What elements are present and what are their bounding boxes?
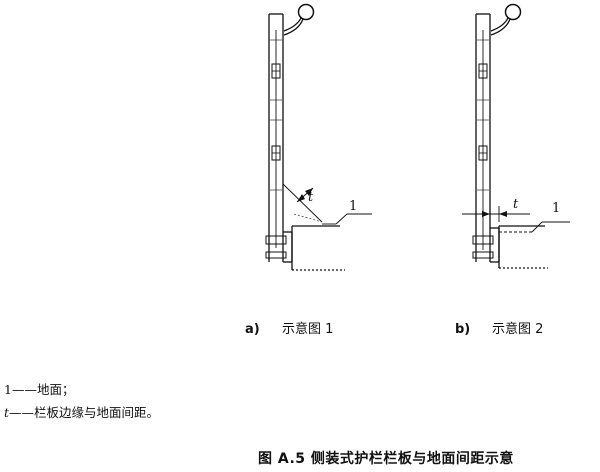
figure-title: 图 A.5 侧装式护栏栏板与地面间距示意 bbox=[258, 451, 514, 467]
subfigure-tag-b: b) bbox=[455, 322, 470, 337]
legend-text: 栏板边缘与地面间距。 bbox=[34, 405, 160, 420]
subfigure-caption-b: 示意图 2 bbox=[492, 321, 543, 337]
railing-knob-a bbox=[283, 3, 315, 36]
legend-item-gap: t——栏板边缘与地面间距。 bbox=[4, 402, 159, 421]
subfigure-b bbox=[462, 3, 570, 269]
subfigure-caption-a: 示意图 1 bbox=[282, 321, 333, 337]
legend-symbol: t bbox=[4, 405, 10, 420]
floor-slab-b bbox=[498, 225, 548, 269]
dimension-label-t-a: t bbox=[308, 190, 314, 205]
subfigure-tag-a: a) bbox=[245, 322, 260, 337]
callout-leader-b bbox=[499, 221, 570, 233]
railing-post-a bbox=[265, 13, 293, 263]
floor-slab-a bbox=[291, 225, 345, 271]
railing-knob-b bbox=[490, 3, 522, 36]
legend-text: 地面； bbox=[36, 382, 75, 397]
legend-symbol: 1 bbox=[4, 382, 12, 397]
legend-dash: —— bbox=[9, 405, 35, 420]
dimension-t-b bbox=[462, 206, 530, 222]
dimension-label-t-b: t bbox=[513, 197, 519, 212]
dimension-t-a bbox=[282, 183, 323, 223]
subfigure-a bbox=[265, 3, 372, 271]
callout-leader-a bbox=[322, 213, 372, 225]
railing-post-b bbox=[472, 13, 500, 263]
legend-dash: —— bbox=[11, 382, 37, 397]
legend-item-ground: 1——地面； bbox=[4, 379, 74, 398]
callout-number-b: 1 bbox=[552, 201, 560, 216]
callout-number-a: 1 bbox=[349, 199, 357, 214]
